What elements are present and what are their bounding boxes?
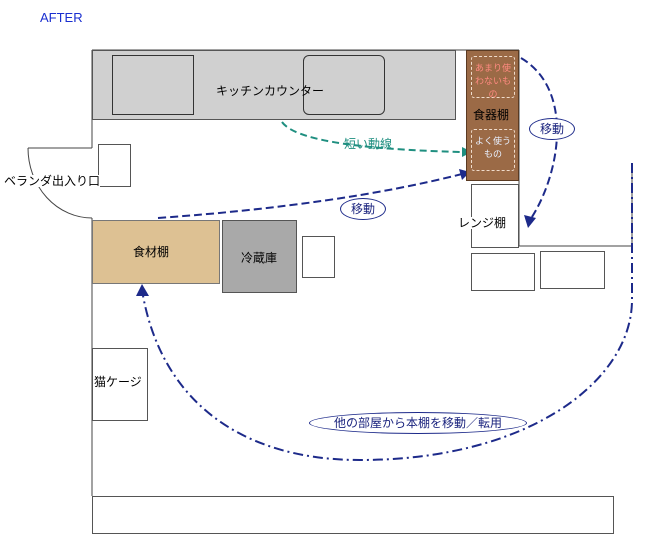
range-shelf-label: レンジ棚 bbox=[458, 216, 507, 230]
counter-sink-right bbox=[303, 55, 385, 115]
counter-sink-left bbox=[112, 55, 194, 115]
short-path-label: 短い動線 bbox=[344, 137, 393, 151]
cat-cage bbox=[92, 348, 148, 421]
veranda-door-swing bbox=[27, 147, 93, 219]
fridge-label: 冷蔵庫 bbox=[241, 251, 278, 265]
rarely-used-label: あまり使わないもの bbox=[474, 64, 511, 100]
short-path-arrow bbox=[281, 121, 463, 153]
kitchen-counter-label: キッチンカウンター bbox=[216, 84, 325, 98]
move-arrow-food-to-dish bbox=[157, 173, 463, 219]
small-cabinet bbox=[98, 144, 131, 187]
move-arrow-dish-to-range-head bbox=[524, 215, 536, 228]
kitchen-counter bbox=[92, 50, 456, 120]
move-label-2: 移動 bbox=[529, 118, 575, 140]
bookshelf-move-arrow bbox=[141, 163, 633, 462]
box-under-range-left bbox=[471, 253, 535, 291]
move-label-1: 移動 bbox=[340, 198, 386, 220]
food-shelf-label: 食材棚 bbox=[133, 245, 170, 259]
rarely-used-zone: あまり使わないもの bbox=[471, 56, 515, 100]
diagram-title: AFTER bbox=[40, 10, 83, 25]
often-used-zone: よく使うもの bbox=[471, 129, 515, 171]
dish-shelf-label: 食器棚 bbox=[473, 108, 510, 122]
often-used-label: よく使うもの bbox=[474, 137, 511, 160]
bookshelf-note: 他の部屋から本棚を移動／転用 bbox=[309, 412, 527, 434]
box-under-range-right bbox=[540, 251, 605, 289]
small-box-near-fridge bbox=[302, 236, 335, 278]
veranda-door-label: ベランダ出入り口 bbox=[4, 174, 101, 188]
cat-cage-label: 猫ケージ bbox=[94, 375, 142, 389]
food-shelf bbox=[92, 220, 220, 284]
fridge bbox=[222, 220, 297, 293]
range-shelf bbox=[471, 184, 519, 248]
bottom-counter bbox=[92, 496, 614, 534]
bookshelf-move-arrowhead bbox=[136, 284, 149, 296]
dish-shelf: あまり使わないもの 食器棚 よく使うもの bbox=[466, 50, 519, 181]
